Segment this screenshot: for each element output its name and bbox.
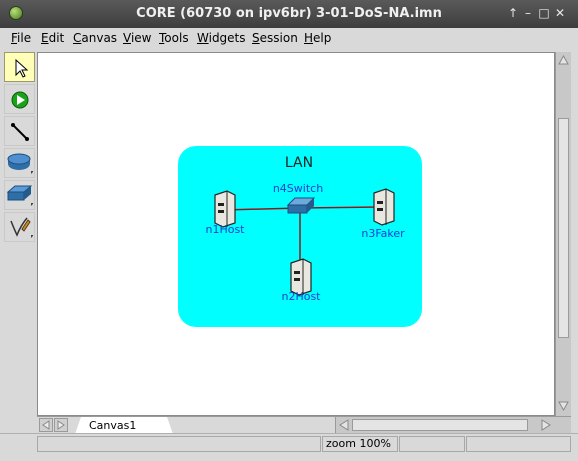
pin-icon[interactable]: ↑ [507, 6, 519, 20]
canvas-tabbar: Canvas1 [37, 416, 571, 434]
select-tool-button[interactable] [4, 52, 35, 82]
zoom-status: zoom 100% [322, 436, 398, 452]
menu-canvas[interactable]: Canvas [73, 31, 118, 45]
scroll-left-icon[interactable] [338, 419, 350, 431]
annotation-tool-button[interactable] [4, 212, 35, 242]
node-label-n2: n2Host [281, 290, 321, 303]
tab-canvas1-label: Canvas1 [89, 419, 137, 432]
router-icon [7, 153, 33, 174]
switch-node-n4[interactable] [286, 197, 316, 214]
scroll-down-icon[interactable] [558, 400, 569, 412]
menu-file[interactable]: File [11, 31, 32, 45]
menu-widgets[interactable]: Widgets [197, 31, 246, 45]
horizontal-scroll-thumb[interactable] [352, 419, 528, 431]
network-canvas[interactable]: LAN n4Switch n1Host n3Faker n2Host [37, 52, 555, 416]
pointer-icon [15, 58, 29, 78]
lan-label: LAN [284, 155, 314, 171]
tab-canvas1[interactable]: Canvas1 [75, 417, 173, 434]
scroll-up-icon[interactable] [558, 54, 569, 66]
node-label-n1: n1Host [205, 223, 245, 236]
status-cell-4 [466, 436, 571, 452]
close-icon[interactable]: ✕ [554, 6, 566, 20]
core-app-icon [9, 6, 23, 20]
host-node-n1[interactable] [214, 190, 236, 228]
window-title: CORE (60730 on ipv6br) 3-01-DoS-NA.imn [136, 6, 442, 21]
link-tool-button[interactable] [4, 116, 35, 146]
start-session-icon [11, 91, 29, 109]
router-tool-button[interactable] [4, 148, 35, 178]
window-titlebar: CORE (60730 on ipv6br) 3-01-DoS-NA.imn ↑… [0, 0, 578, 28]
network-topology [178, 146, 422, 327]
status-cell-3 [399, 436, 465, 452]
menu-help[interactable]: Help [304, 31, 332, 45]
statusbar: zoom 100% [0, 433, 578, 453]
horizontal-scrollbar[interactable] [335, 417, 571, 434]
tab-prev-icon[interactable] [39, 418, 53, 432]
menu-edit[interactable]: Edit [41, 31, 65, 45]
menu-view[interactable]: View [123, 31, 152, 45]
node-label-n4: n4Switch [272, 182, 324, 195]
host-node-n3[interactable] [373, 188, 395, 226]
menu-tools[interactable]: Tools [159, 31, 189, 45]
link-n1-n4[interactable] [223, 207, 301, 211]
node-label-n3: n3Faker [361, 227, 405, 240]
annotation-pencil-icon [10, 217, 33, 238]
host-node-n2[interactable] [290, 258, 312, 296]
scroll-right-icon[interactable] [540, 419, 552, 431]
minimize-icon[interactable]: – [525, 6, 531, 20]
maximize-icon[interactable]: □ [538, 6, 550, 20]
menubar: File Edit Canvas View Tools Widgets Sess… [0, 28, 578, 50]
vertical-scrollbar[interactable] [555, 52, 571, 416]
tab-next-icon[interactable] [54, 418, 68, 432]
status-message [37, 436, 321, 452]
vertical-scroll-thumb[interactable] [558, 118, 569, 338]
link-tool-icon [11, 123, 29, 141]
switch-icon [7, 185, 33, 206]
start-session-button[interactable] [4, 84, 35, 114]
switch-tool-button[interactable] [4, 180, 35, 210]
link-n4-n3[interactable] [299, 206, 382, 209]
tool-palette [4, 52, 36, 242]
menu-session[interactable]: Session [252, 31, 298, 45]
